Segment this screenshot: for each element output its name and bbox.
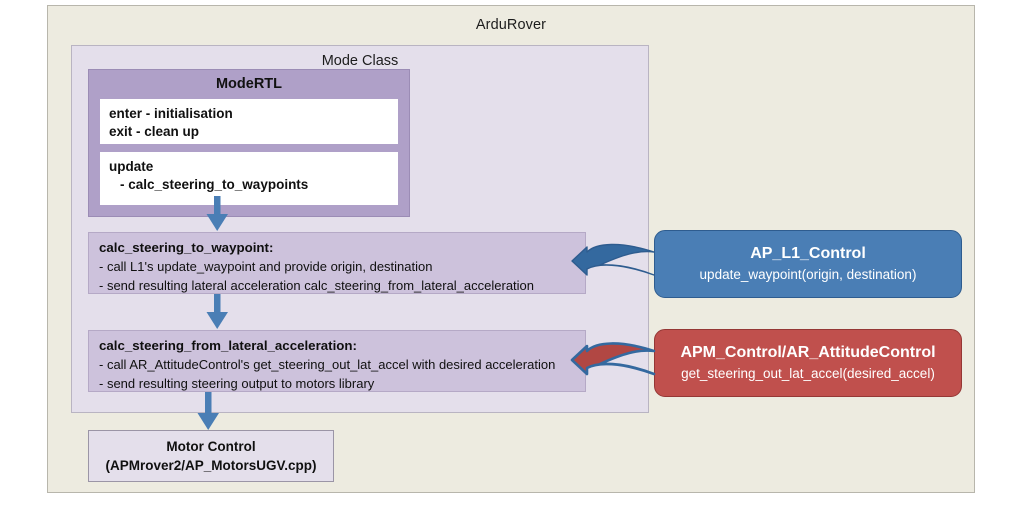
mode-rtl-block: ModeRTL enter - initialisation exit - cl… <box>88 69 410 217</box>
step-calc-steering-to-waypoint: calc_steering_to_waypoint: - call L1's u… <box>88 232 586 294</box>
mode-rtl-lifecycle-card: enter - initialisation exit - clean up <box>100 99 398 144</box>
step-1-bullet-2: - send resulting lateral acceleration ca… <box>99 278 535 293</box>
mode-rtl-update-line: update <box>109 159 154 174</box>
module-ap-l1-control-title: AP_L1_Control <box>750 245 866 262</box>
module-ap-l1-control: AP_L1_Control update_waypoint(origin, de… <box>654 230 962 298</box>
motor-control-path: (APMrover2/AP_MotorsUGV.cpp) <box>105 458 317 473</box>
mode-class-title: Mode Class <box>321 53 399 69</box>
module-ap-l1-control-signature: update_waypoint(origin, destination) <box>699 267 917 282</box>
motor-control-title: Motor Control <box>166 439 256 454</box>
module-ar-attitude-control: APM_Control/AR_AttitudeControl get_steer… <box>654 329 962 397</box>
step-2-bullet-1: - call AR_AttitudeControl's get_steering… <box>99 357 556 372</box>
step-2-bullet-2: - send resulting steering output to moto… <box>99 376 375 391</box>
mode-rtl-exit-line: exit - clean up <box>109 124 200 139</box>
module-ar-attitude-control-signature: get_steering_out_lat_accel(desired_accel… <box>681 366 935 381</box>
ardurover-title: ArduRover <box>475 17 547 33</box>
motor-control-box: Motor Control (APMrover2/AP_MotorsUGV.cp… <box>88 430 334 482</box>
mode-rtl-enter-line: enter - initialisation <box>109 106 233 121</box>
step-2-header: calc_steering_from_lateral_acceleration: <box>99 338 357 353</box>
step-1-header: calc_steering_to_waypoint: <box>99 240 274 255</box>
mode-rtl-title: ModeRTL <box>215 76 283 92</box>
step-calc-steering-from-lateral-acceleration: calc_steering_from_lateral_acceleration:… <box>88 330 586 392</box>
mode-rtl-update-call-line: - calc_steering_to_waypoints <box>120 177 309 192</box>
module-ar-attitude-control-title: APM_Control/AR_AttitudeControl <box>680 344 936 361</box>
mode-rtl-update-card: update - calc_steering_to_waypoints <box>100 152 398 205</box>
step-1-bullet-1: - call L1's update_waypoint and provide … <box>99 259 433 274</box>
